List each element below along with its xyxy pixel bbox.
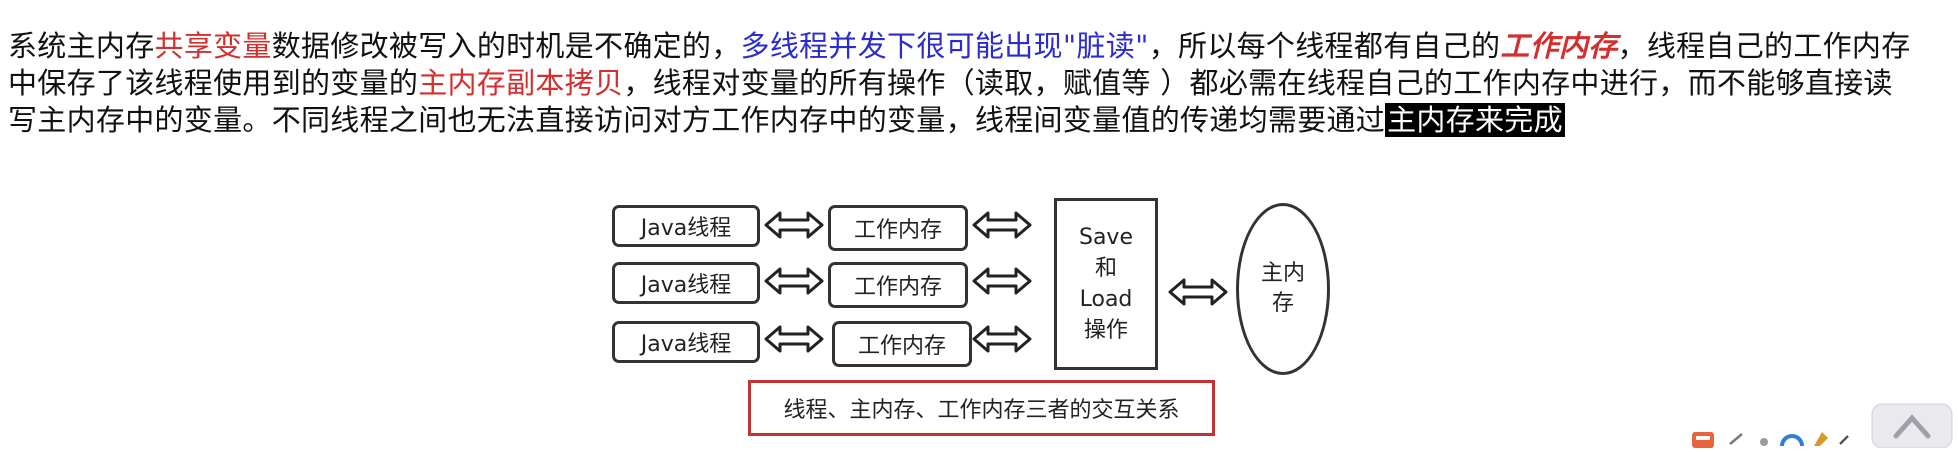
arrow-work2-ops <box>972 267 1032 295</box>
text-segment: ，所以每个线程都有自己的 <box>1148 29 1501 63</box>
work-memory-term: 工作内存 <box>1500 29 1618 63</box>
undo-icon[interactable] <box>1839 435 1849 445</box>
description-paragraph: 系统主内存共享变量数据修改被写入的时机是不确定的，多线程并发下很可能出现"脏读"… <box>8 28 1953 139</box>
work-memory-box: 工作内存 <box>832 321 972 367</box>
text-segment: ，线程对变量的所有操作（读取，赋值等 ）都必需在线程自己的工作内存中进行，而不能… <box>623 66 1893 100</box>
toolbar-panel-icon[interactable] <box>1871 403 1953 449</box>
logo-icon <box>1692 432 1714 448</box>
save-load-operations-box: Save 和 Load 操作 <box>1054 198 1158 370</box>
dot-icon[interactable] <box>1760 438 1768 446</box>
arrow-work3-ops <box>972 325 1032 353</box>
arrow-thread2-work2 <box>764 267 824 295</box>
diagram-caption: 线程、主内存、工作内存三者的交互关系 <box>748 380 1215 436</box>
main-memory-label: 主内 <box>1260 261 1305 286</box>
main-memory-copy-term: 主内存副本拷贝 <box>418 66 624 100</box>
text-segment: 系统主内存 <box>8 29 155 63</box>
main-memory-label: 存 <box>1271 291 1294 316</box>
work-memory-box: 工作内存 <box>828 205 968 251</box>
text-segment: ，线程自己的工作内存 <box>1617 29 1911 63</box>
work-memory-box: 工作内存 <box>828 262 968 308</box>
arrow-thread1-work1 <box>764 211 824 239</box>
arrow-icon[interactable] <box>1729 433 1743 445</box>
ops-label: 和 <box>1094 256 1117 281</box>
text-segment: 写主内存中的变量。不同线程之间也无法直接访问对方工作内存中的变量，线程间变量值的… <box>8 103 1386 137</box>
player-toolbar-icons <box>1692 403 1953 449</box>
ops-label: 操作 <box>1083 318 1128 343</box>
text-segment: 中保存了该线程使用到的变量的 <box>8 66 419 100</box>
video-player-controls <box>1690 398 1958 449</box>
text-segment: 数据修改被写入的时机是不确定的， <box>271 29 741 63</box>
java-thread-box: Java线程 <box>612 321 760 363</box>
java-thread-box: Java线程 <box>612 205 760 247</box>
circle-icon[interactable] <box>1780 434 1804 447</box>
ops-label: Save <box>1078 225 1133 250</box>
shared-variable-term: 共享变量 <box>154 29 272 63</box>
main-memory-ellipse: 主内 存 <box>1236 203 1330 375</box>
paragraph-line-1: 系统主内存共享变量数据修改被写入的时机是不确定的，多线程并发下很可能出现"脏读"… <box>8 28 1953 65</box>
selected-text-highlight[interactable]: 主内存来完成 <box>1385 103 1565 137</box>
ops-label: Load <box>1079 287 1133 312</box>
paragraph-line-2: 中保存了该线程使用到的变量的主内存副本拷贝，线程对变量的所有操作（读取，赋值等 … <box>8 65 1953 102</box>
arrow-work1-ops <box>972 211 1032 239</box>
dirty-read-phrase: 多线程并发下很可能出现"脏读" <box>740 29 1149 63</box>
java-thread-box: Java线程 <box>612 262 760 304</box>
arrow-ops-mainmem <box>1168 278 1228 306</box>
paragraph-line-3: 写主内存中的变量。不同线程之间也无法直接访问对方工作内存中的变量，线程间变量值的… <box>8 102 1953 139</box>
pen-icon[interactable] <box>1814 432 1828 446</box>
arrow-thread3-work3 <box>764 325 824 353</box>
